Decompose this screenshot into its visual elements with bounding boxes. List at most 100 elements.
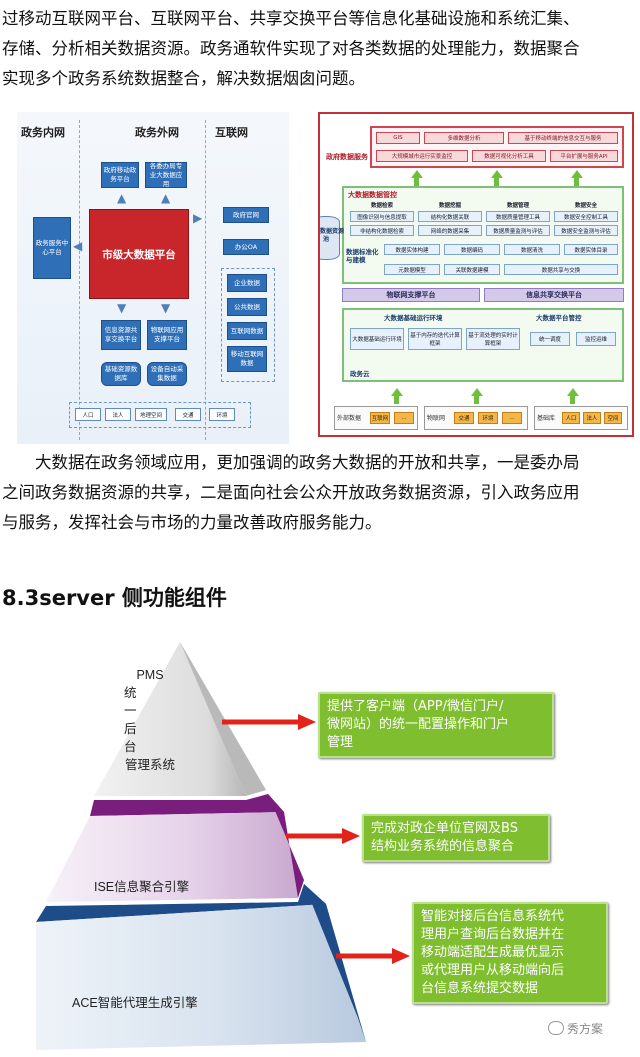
callout-line: 移动端适配生成最优显示 [421,945,565,960]
arrow-icon: ▲ [117,191,127,205]
resource-pool-label: 政务数据资源池 [319,228,344,243]
source-group-title: 物联网 [427,415,446,422]
callout-ise: 完成对政企单位官网及BS 结构业务系统的信息聚合 [362,814,550,862]
gov-heading: 数据安全 [574,202,597,209]
cloud-right-title: 大数据平台管控 [536,314,582,322]
device-data-db: 设备自动采集数据 [147,362,187,386]
up-arrow-icon [490,170,503,178]
tier-bottom-band [36,884,326,922]
server-components-pyramid: PMS 统 一 后 台 管理系统 ISE信息聚合引擎 ACE智能代理生成引擎 提… [36,640,628,1052]
paragraph-line: 大数据在政务领域应用，更加强调的政务大数据的开放和共享，一是委办局 [35,453,580,472]
paragraph-line: 与服务，发挥社会与市场的力量改善政府服务能力。 [2,513,382,532]
mobile-internet-data-db: 移动互联网数据 [227,346,267,372]
gov-heading: 数据检索 [370,202,393,209]
arrow-stem [394,396,399,404]
std-cell: 元数据模型 [384,264,440,275]
gov-website-box: 政府官网 [223,207,269,223]
callout-line: 或代理用户从移动端向后 [421,963,565,978]
source-item: 互联网 [370,412,390,424]
std-cell: 数据编码 [444,244,500,255]
gov-cell: 结构化数据关联 [418,211,482,222]
gov-cell: 数据质量监测与评估 [486,225,550,236]
service-label: 政府数据服务 [326,153,368,161]
header-intranet: 政务内网 [21,126,65,139]
service-center-box: 政务服务中心平台 [33,217,71,279]
callout-line: 完成对政企单位官网及BS [371,821,518,836]
source-item: 空间 [604,412,622,424]
up-arrow-icon [390,388,403,396]
paragraph-line: 之间政务数据资源的共享，二是面向社会公众开放政务数据资源，引入政务应用 [2,483,580,502]
source-item: 交通 [454,412,474,424]
gov-heading: 数据挖掘 [438,202,461,209]
tier-top-label-line: 管理系统 [124,758,175,772]
service-gis: GIS [376,132,420,144]
std-cell: 关联数据建模 [444,264,500,275]
governance-label: 大数据数据管控 [348,191,397,199]
watermark-text: 秀方案 [567,1022,604,1036]
city-bigdata-platform: 市级大数据平台 [89,209,189,299]
callout-line: 理用户查询后台数据并在 [421,927,565,942]
source-legal-person: 法人 [105,408,131,421]
source-group-title: 外部数据 [337,415,362,422]
service-monitor: 大规模城市运行实景监控 [376,150,468,162]
red-arrow-icon [342,828,360,844]
header-internet: 互联网 [215,126,248,139]
up-arrow-icon [570,170,583,178]
tier-top-label-line: PMS [136,668,164,682]
iot-platform-box: 物联网应用支撑平台 [147,320,187,350]
red-arrow-icon [392,948,410,964]
cloud-cell: 基于流处理的实时计算框架 [466,328,520,350]
external-data-group [221,268,275,382]
tier-top-face [94,642,246,796]
iot-support-bar: 物联网支撑平台 [342,288,480,302]
tier-bottom-label: ACE智能代理生成引擎 [72,996,198,1010]
service-visual: 数据可视化分析工具 [472,150,546,162]
tier-bottom-face [36,904,366,1050]
source-item: ... [502,412,522,424]
callout-line: 微网站）的统一配置操作和门户 [327,717,510,732]
tier-mid-side [268,794,304,898]
tier-mid-face [46,812,298,902]
std-cell: 数据共享与交换 [504,264,618,275]
cloud-cell: 监控运维 [576,332,616,346]
tier-top-label-line: 一 [124,704,137,718]
up-arrow-icon [410,170,423,178]
up-arrow-icon [470,388,483,396]
source-environment: 环境 [209,408,235,421]
cloud-cell: 基于内存的迭代计算框架 [408,328,462,350]
arrow-stem [494,178,499,186]
base-resource-db: 基础资源数据库 [101,362,141,386]
red-arrow-icon [298,714,316,730]
cloud-cell: 大数据基础运行环境 [350,328,404,350]
watermark: 秀方案 [548,1020,603,1037]
enterprise-data-db: 企业数据 [227,274,267,292]
callout-line: 台信息系统提交数据 [421,981,539,996]
arrow-stem [414,178,419,186]
callout-line: 结构业务系统的信息聚合 [371,839,515,854]
source-population: 人口 [75,408,101,421]
internet-data-db: 互联网数据 [227,322,267,340]
service-analysis: 多维数据分析 [424,132,504,144]
tier-top-label: PMS 统 一 后 台 管理系统 [120,666,180,774]
openness-paragraph: 大数据在政务领域应用，更加强调的政务大数据的开放和共享，一是委办局 之间政务数据… [2,448,638,538]
tier-top-label-line: 后 [124,722,137,736]
paragraph-line: 实现多个政务系统数据整合，解决数据烟囱问题。 [2,69,365,88]
divider [79,120,80,440]
tier-top-label-line: 台 [124,740,137,754]
pyramid-graphic [36,642,410,1050]
wechat-icon [548,1021,564,1035]
up-arrow-icon [566,388,579,396]
callout-ace: 智能对接后台信息系统代 理用户查询后台数据并在 移动端适配生成最优显示 或代理用… [412,902,608,1004]
bureau-apps-box: 各委办局专业大数据应用 [145,162,187,188]
exchange-platform-box: 信息资源共享交换平台 [101,320,141,350]
service-api: 平台扩展与服务API [550,150,618,162]
callout-line: 提供了客户端（APP/微信门户/ [327,699,504,714]
callout-line: 管理 [327,735,354,750]
gov-cell: 图像识别与信息提取 [350,211,414,222]
paragraph-line: 存储、分析相关数据资源。政务通软件实现了对各类数据的处理能力，数据聚合 [2,39,580,58]
resource-pool-cylinder [320,216,340,260]
tier-mid-label: ISE信息聚合引擎 [94,880,190,894]
tier-top-label-line: 统 [124,686,137,700]
gov-cell: 数据安全监测与评估 [554,225,618,236]
callout-line: 智能对接后台信息系统代 [421,909,565,924]
